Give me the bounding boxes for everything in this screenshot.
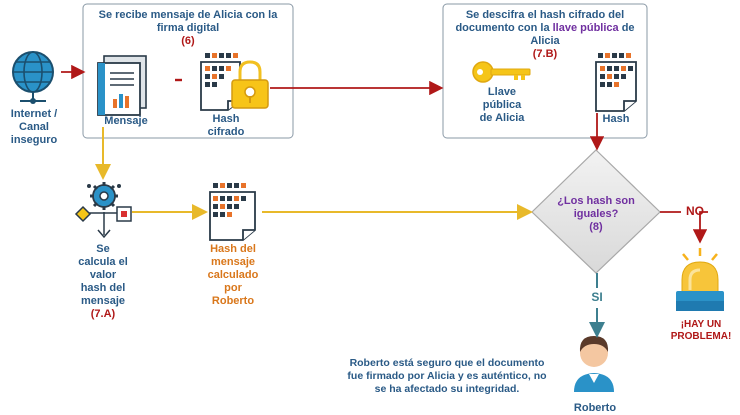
conclusion-line1: Roberto está seguro que el documento bbox=[349, 357, 545, 369]
hash-process-icon bbox=[74, 182, 132, 239]
public-key-label-line3: de Alicia bbox=[479, 112, 525, 124]
alert-line2: PROBLEMA! bbox=[670, 331, 732, 342]
internet-label-line1: Internet / bbox=[10, 108, 58, 120]
public-key-icon bbox=[472, 61, 531, 83]
encrypted-hash-label-line1: Hash bbox=[212, 113, 240, 125]
message-label: Mensaje bbox=[104, 115, 148, 127]
yes-branch-label: SI bbox=[591, 290, 603, 304]
computed-hash-label: Hash del mensaje calculado por Roberto bbox=[196, 243, 270, 308]
decrypt-box-title: Se descifra el hash cifrado del document… bbox=[446, 9, 644, 61]
roberto-name: Roberto bbox=[573, 402, 617, 414]
conclusion-line2: fue firmado por Alicia y es auténtico, n… bbox=[347, 370, 547, 382]
arrow-no-to-alert bbox=[692, 211, 708, 244]
calc-label-line4: hash del bbox=[80, 282, 126, 294]
computed-hash-line1: Hash del bbox=[210, 243, 256, 255]
public-key-label: Llave pública de Alicia bbox=[467, 86, 537, 125]
computed-hash-icon bbox=[209, 183, 256, 241]
alert-siren-icon bbox=[676, 248, 724, 311]
step-6-label: (6) bbox=[181, 35, 195, 47]
document-icon bbox=[97, 55, 147, 116]
computed-hash-line3: calculado bbox=[207, 269, 259, 281]
decision-line1: ¿Los hash son bbox=[557, 195, 635, 207]
internet-label-line2: Canal bbox=[19, 121, 49, 133]
decrypt-box-title-line1: Se descifra el hash cifrado del bbox=[465, 9, 625, 21]
roberto-avatar bbox=[574, 336, 614, 392]
encrypted-hash-label: Hash cifrado bbox=[198, 113, 254, 139]
decision-label: ¿Los hash son iguales? (8) bbox=[550, 195, 642, 234]
step-7b-label: (7.B) bbox=[532, 48, 558, 60]
calc-label-line3: valor bbox=[89, 269, 117, 281]
decision-line2: iguales? bbox=[573, 208, 619, 220]
encrypted-hash-icon bbox=[200, 53, 269, 111]
received-box-title: Se recibe mensaje de Alicia con la firma… bbox=[86, 9, 290, 48]
internet-label-line3: inseguro bbox=[10, 134, 58, 146]
received-box-title-line2: firma digital bbox=[156, 22, 220, 34]
public-key-label-line2: pública bbox=[482, 99, 522, 111]
public-key-highlight: llave pública bbox=[552, 22, 619, 34]
calc-label-line1: Se bbox=[96, 243, 110, 255]
decrypt-title-post: de Alicia bbox=[530, 22, 635, 47]
alert-label: ¡HAY UN PROBLEMA! bbox=[666, 319, 736, 343]
encrypted-hash-label-line2: cifrado bbox=[207, 126, 245, 138]
conclusion-text: Roberto está seguro que el documento fue… bbox=[330, 357, 564, 396]
step-7a-label: (7.A) bbox=[90, 308, 116, 320]
computed-hash-line2: mensaje bbox=[210, 256, 256, 268]
public-key-label-line1: Llave bbox=[487, 86, 517, 98]
conclusion-line3: se ha afectado su integridad. bbox=[374, 383, 520, 395]
computed-hash-line4: por bbox=[224, 282, 242, 294]
alert-line1: ¡HAY UN bbox=[680, 319, 722, 330]
computed-hash-line5: Roberto bbox=[211, 295, 255, 307]
calc-hash-label: Se calcula el valor hash del mensaje (7.… bbox=[70, 243, 136, 321]
decrypted-hash-label: Hash bbox=[602, 113, 630, 125]
received-box-title-line1: Se recibe mensaje de Alicia con la bbox=[98, 9, 278, 21]
decrypt-box-title-line2: documento con la llave pública de Alicia bbox=[446, 22, 644, 48]
no-branch-label: NO bbox=[686, 204, 704, 218]
decrypt-title-pre: documento con la bbox=[455, 22, 553, 34]
calc-label-line5: mensaje bbox=[80, 295, 126, 307]
calc-label-line2: calcula el bbox=[78, 256, 128, 268]
decrypted-hash-icon bbox=[595, 53, 637, 112]
internet-globe-icon bbox=[12, 51, 54, 104]
step-8-label: (8) bbox=[589, 221, 603, 233]
internet-label: Internet / Canal inseguro bbox=[2, 108, 66, 147]
